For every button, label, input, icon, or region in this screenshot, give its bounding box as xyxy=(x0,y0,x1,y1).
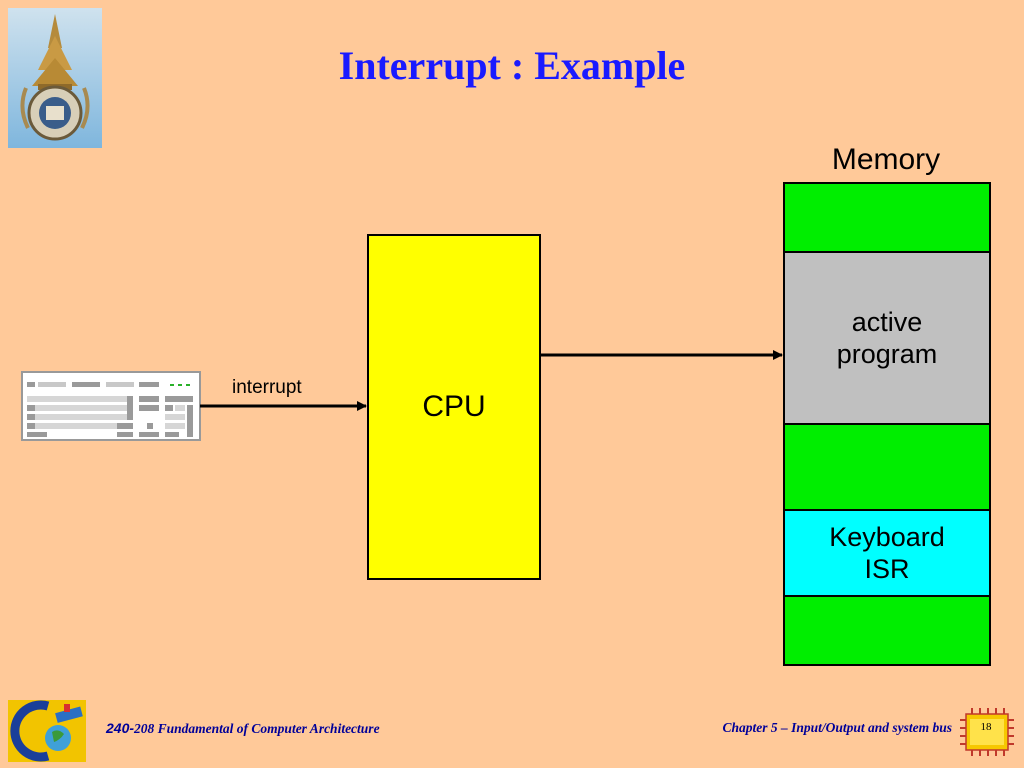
memory-stack xyxy=(783,182,991,666)
keyboard-isr-line1: Keyboard xyxy=(829,521,945,552)
memory-segment-top xyxy=(783,182,991,253)
keyboard-icon xyxy=(21,371,201,441)
university-logo-icon xyxy=(8,8,102,148)
slide-title: Interrupt : Example xyxy=(338,43,686,88)
memory-segment-isr xyxy=(783,509,991,597)
memory-segment-active xyxy=(783,251,991,425)
memory-segment-middle xyxy=(783,423,991,511)
footer-chapter: Chapter 5 – Input/Output and system bus xyxy=(722,720,952,735)
cpu-box xyxy=(367,234,541,580)
footer-course: 240-208 Fundamental of Computer Architec… xyxy=(106,720,380,737)
cpu-label: CPU xyxy=(422,390,486,423)
memory-title: Memory xyxy=(831,143,941,176)
interrupt-label: interrupt xyxy=(232,376,302,398)
faculty-logo-icon xyxy=(8,700,86,762)
active-program-label: active program xyxy=(784,300,990,376)
footer-course-title: 208 Fundamental of Computer Architecture xyxy=(134,721,380,736)
active-program-line2: program xyxy=(836,339,938,369)
footer-course-number: 240- xyxy=(106,720,135,736)
chip-icon xyxy=(960,708,1014,756)
keyboard-isr-line2: ISR xyxy=(864,554,910,584)
keyboard-isr-label: Keyboard ISR xyxy=(784,515,990,591)
memory-segment-bottom xyxy=(783,595,991,666)
page-number: 18 xyxy=(980,721,992,733)
active-program-line1: active xyxy=(851,306,923,337)
